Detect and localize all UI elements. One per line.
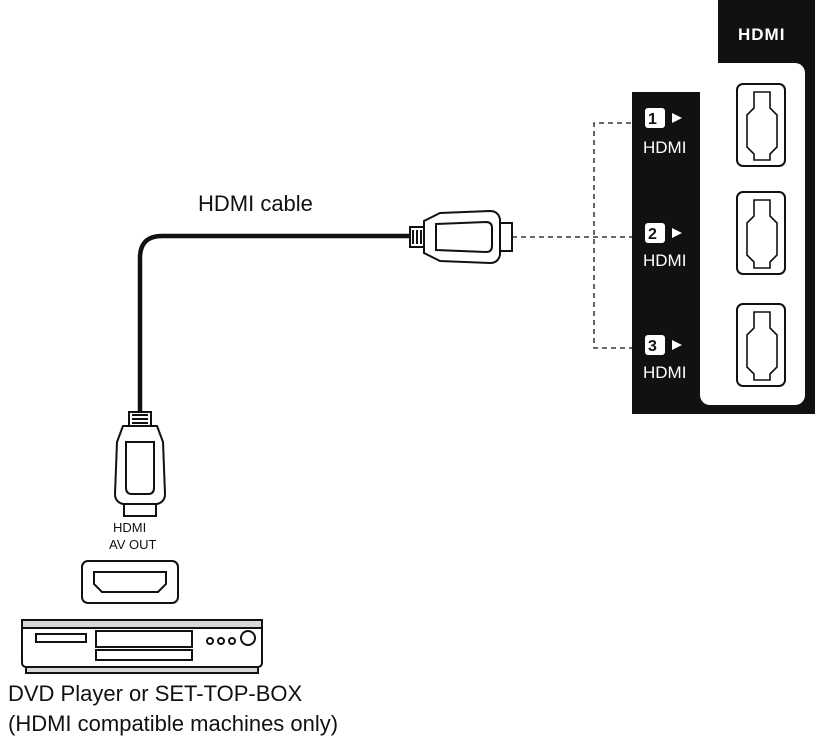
arrow-icon: [672, 340, 682, 350]
port-number-box: [645, 223, 665, 243]
hdmi-cable: HDMI cable: [113, 191, 513, 517]
port-notch: [703, 334, 731, 362]
device-caption-line1: DVD Player or SET-TOP-BOX: [8, 681, 303, 706]
tv-hdmi-port-1: 1 HDMI: [643, 83, 786, 167]
port-label: HDMI: [643, 138, 686, 157]
port-label: HDMI: [643, 251, 686, 270]
dvd-player-icon: [21, 619, 263, 674]
hdmi-plug-vertical: [113, 411, 167, 517]
port-notch: [703, 223, 731, 251]
device-port-label-line2: AV OUT: [109, 537, 156, 552]
dashed-connection-lines: [512, 122, 640, 349]
port-number: 2: [648, 226, 657, 243]
device-caption-line2: (HDMI compatible machines only): [8, 711, 338, 736]
device-port-label-line1: HDMI: [113, 520, 146, 535]
hdmi-logo: HDMI: [738, 25, 785, 44]
port-number: 3: [648, 338, 657, 355]
cable-label: HDMI cable: [198, 191, 313, 216]
hdmi-socket-icon: [736, 191, 786, 275]
arrow-icon: [672, 113, 682, 123]
arrow-icon: [672, 228, 682, 238]
hdmi-socket-icon: [736, 303, 786, 387]
port-number: 1: [648, 111, 657, 128]
hdmi-av-out-socket-icon: [81, 560, 179, 604]
port-number-box: [645, 108, 665, 128]
hdmi-plug-horizontal: [409, 209, 513, 265]
port-notch: [703, 109, 731, 137]
hdmi-socket-inner: [746, 311, 778, 381]
tv-hdmi-port-2: 2 HDMI: [643, 191, 786, 275]
hdmi-socket-icon: [736, 83, 786, 167]
hdmi-socket-inner: [746, 91, 778, 161]
tv-hdmi-port-3: 3 HDMI: [643, 303, 786, 387]
source-device: HDMI AV OUT DVD Player or SET-TOP-BOX (H…: [8, 520, 338, 736]
cable-wire: [137, 233, 410, 412]
hdmi-socket-inner: [746, 199, 778, 269]
tv-hdmi-panel: HDMI 1 HDMI 2 HDMI 3 HDMI: [632, 0, 815, 414]
port-number-box: [645, 335, 665, 355]
port-label: HDMI: [643, 363, 686, 382]
